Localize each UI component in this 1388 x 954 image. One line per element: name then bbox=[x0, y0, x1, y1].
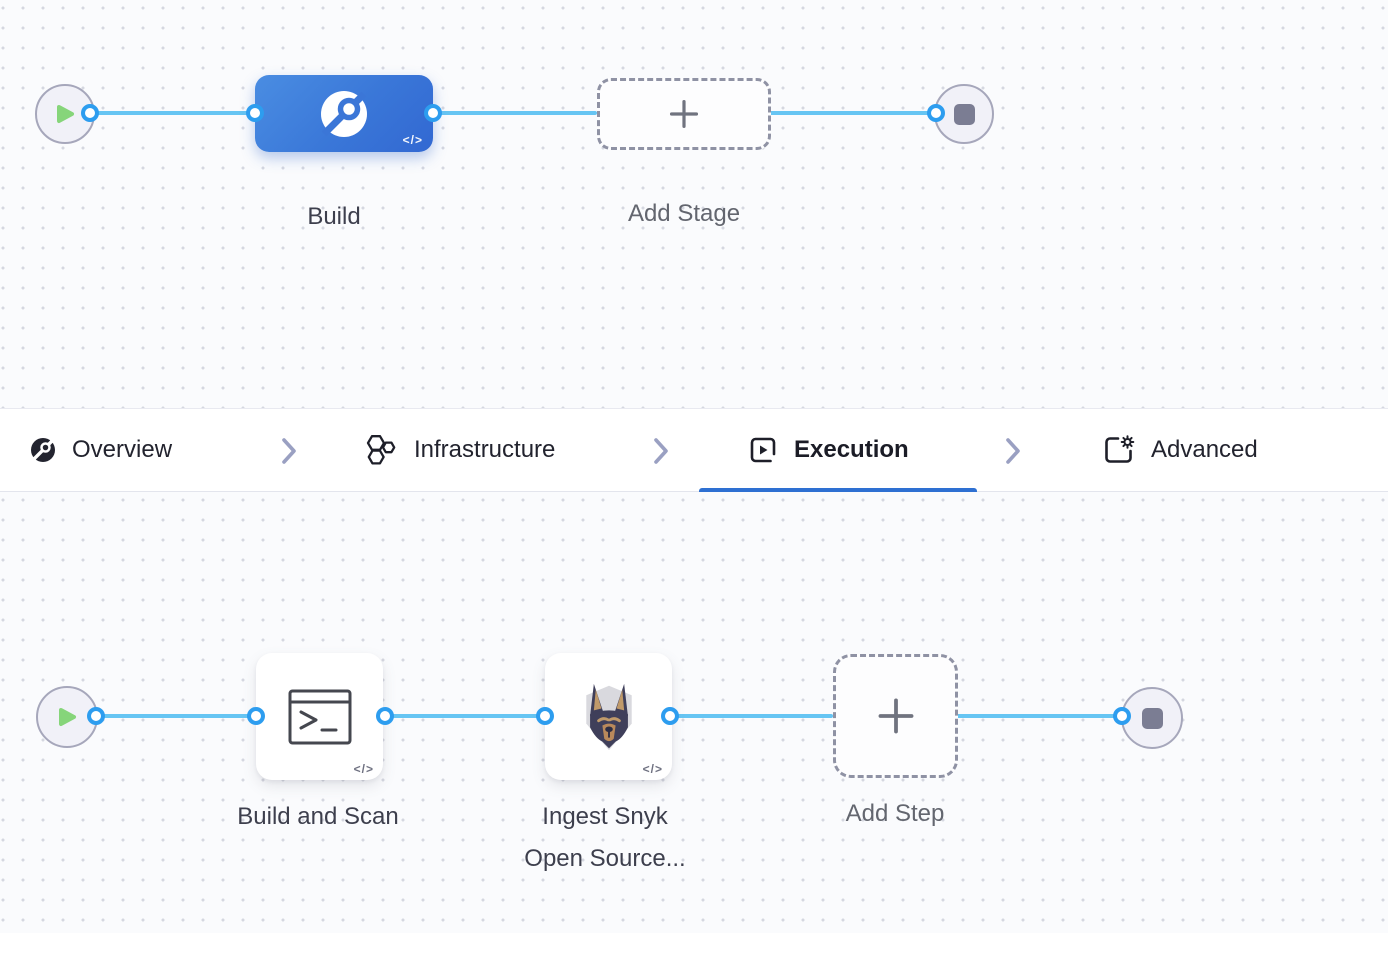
step-code-icon[interactable]: </> bbox=[642, 762, 663, 776]
tab-execution-label: Execution bbox=[794, 436, 909, 463]
stage-config-tabbar: Overview Infrastructure Execution bbox=[0, 408, 1388, 492]
tab-overview-label: Overview bbox=[72, 436, 173, 463]
overview-icon bbox=[31, 438, 55, 462]
port-snyk-in[interactable] bbox=[536, 707, 554, 725]
stop-square-icon bbox=[953, 103, 975, 125]
tab-advanced-label: Advanced bbox=[1151, 436, 1258, 463]
edge-snyk-to-addstep bbox=[672, 714, 833, 718]
play-icon bbox=[59, 708, 76, 726]
port-start-out[interactable] bbox=[81, 104, 99, 122]
edge-buildscan-to-snyk bbox=[383, 714, 545, 718]
tab-infrastructure[interactable]: Infrastructure bbox=[364, 409, 555, 491]
port-end-in[interactable] bbox=[1113, 707, 1131, 725]
add-stage-button[interactable] bbox=[597, 78, 771, 150]
edge-addstep-to-end bbox=[952, 714, 1122, 718]
port-buildscan-in[interactable] bbox=[247, 707, 265, 725]
step-label-line2: Open Source... bbox=[524, 845, 686, 872]
tab-execution[interactable]: Execution bbox=[748, 409, 909, 491]
terminal-icon bbox=[288, 689, 351, 744]
port-build-in[interactable] bbox=[246, 104, 264, 122]
stage-canvas[interactable]: </> Build Add Stage bbox=[0, 0, 1388, 408]
step-label-line1: Ingest Snyk bbox=[542, 803, 668, 830]
active-tab-indicator bbox=[699, 488, 977, 492]
chevron-right-icon bbox=[282, 438, 296, 464]
stage-code-icon[interactable]: </> bbox=[402, 133, 423, 147]
tab-advanced[interactable]: Advanced bbox=[1103, 409, 1258, 491]
step-node-ingest-snyk[interactable]: </> bbox=[545, 653, 672, 780]
chevron-right-icon bbox=[1006, 438, 1020, 464]
add-step-button[interactable] bbox=[833, 654, 958, 778]
step-node-build-and-scan[interactable]: </> bbox=[256, 653, 383, 780]
execution-icon bbox=[750, 437, 776, 463]
snyk-doberman-icon bbox=[585, 683, 632, 750]
stage-label: Build bbox=[307, 203, 361, 230]
ci-build-icon bbox=[321, 90, 367, 137]
edge-start-to-build bbox=[90, 111, 258, 115]
step-label-build-and-scan: Build and Scan bbox=[237, 803, 399, 830]
infrastructure-icon bbox=[366, 435, 396, 465]
play-icon bbox=[57, 105, 74, 123]
port-build-out[interactable] bbox=[424, 104, 442, 122]
port-snyk-out[interactable] bbox=[661, 707, 679, 725]
port-start-out[interactable] bbox=[87, 707, 105, 725]
edge-start-to-buildscan bbox=[96, 714, 256, 718]
tab-infrastructure-label: Infrastructure bbox=[414, 436, 556, 463]
chevron-right-icon bbox=[654, 438, 668, 464]
plus-icon bbox=[878, 698, 913, 734]
pipeline-end-node bbox=[934, 84, 994, 144]
canvas-bottom-margin bbox=[0, 933, 1388, 944]
stage-node-build[interactable]: </> bbox=[255, 75, 433, 152]
step-code-icon[interactable]: </> bbox=[353, 762, 374, 776]
plus-icon bbox=[669, 99, 699, 129]
add-step-label: Add Step bbox=[845, 800, 945, 827]
edge-addstage-to-end bbox=[765, 111, 938, 115]
stop-square-icon bbox=[1141, 707, 1163, 729]
step-label-ingest-snyk: Ingest Snyk Open Source... bbox=[455, 796, 755, 880]
edge-build-to-addstage bbox=[433, 111, 597, 115]
execution-canvas[interactable]: </> </> Build and Scan Ingest Snyk Open … bbox=[0, 492, 1388, 944]
port-end-in[interactable] bbox=[927, 104, 945, 122]
tab-overview[interactable]: Overview bbox=[30, 409, 172, 491]
add-stage-label: Add Stage bbox=[627, 200, 741, 227]
execution-end-node bbox=[1121, 687, 1183, 749]
advanced-gear-icon bbox=[1105, 435, 1135, 463]
port-buildscan-out[interactable] bbox=[376, 707, 394, 725]
